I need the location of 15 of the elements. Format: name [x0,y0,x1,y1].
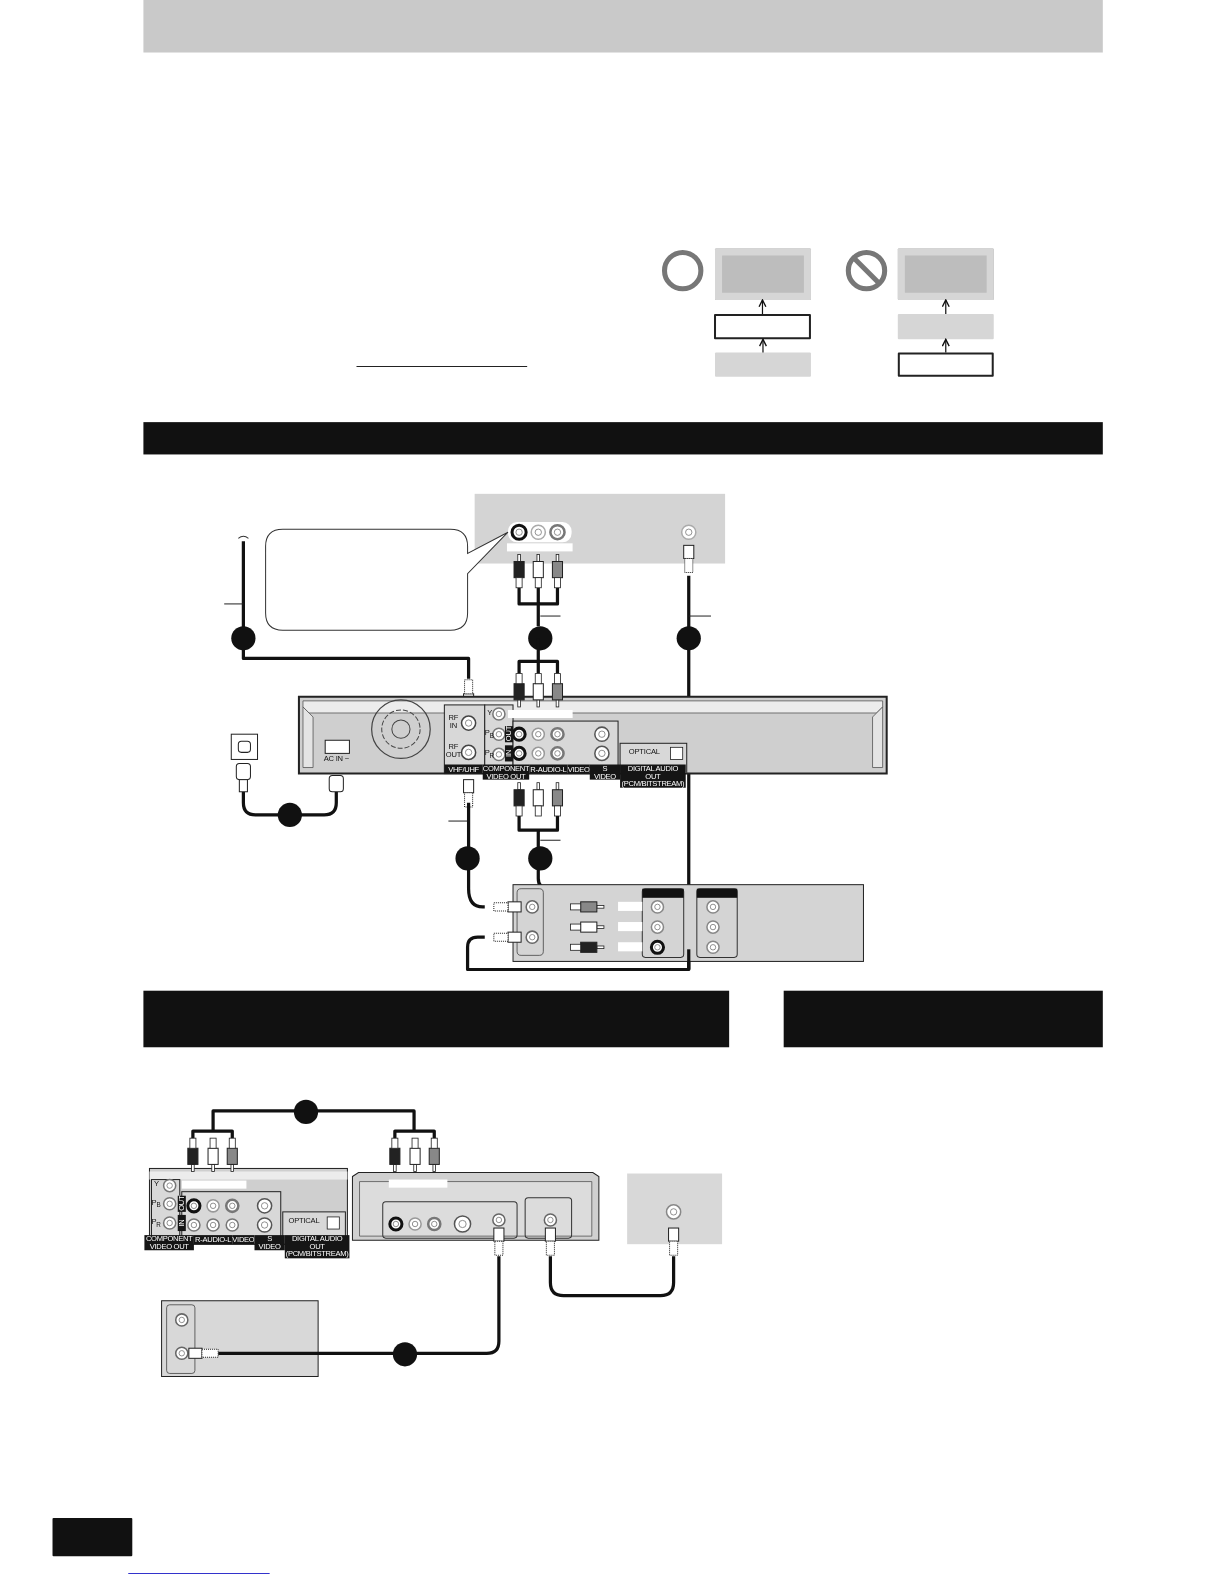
arrow [941,299,950,315]
screen-box [897,248,994,300]
arrow [941,338,950,354]
header-bar [143,0,1103,53]
page-number-box [52,1517,133,1557]
device-box [714,314,811,340]
section-band [143,990,730,1048]
arrow [758,338,768,354]
screen-box [715,248,811,300]
section-band [143,422,1103,455]
section-band [783,990,1103,1048]
arrow [758,299,767,315]
device-box [715,352,811,377]
device-box [897,314,994,340]
device-box [897,352,994,377]
